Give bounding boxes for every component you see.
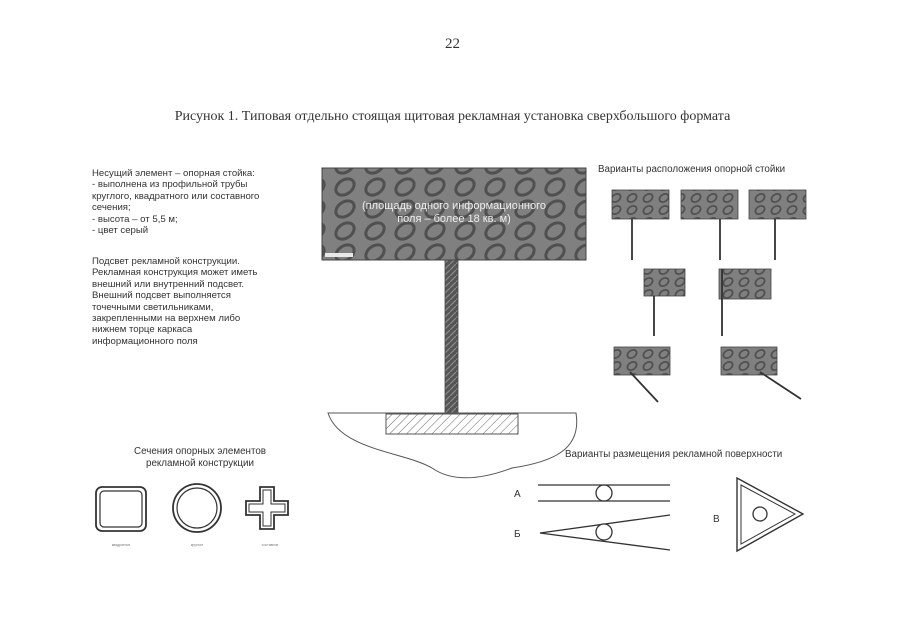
round-section-outer (172, 483, 222, 533)
surface-letter-b: Б (514, 529, 521, 540)
round-section-inner (176, 487, 218, 529)
page-number: 22 (445, 36, 460, 52)
square-section-outer (95, 486, 147, 532)
surface-variants-title: Варианты размещения рекламной поверхност… (565, 449, 783, 460)
section-label: составное (262, 543, 279, 547)
figure-caption: Рисунок 1. Типовая отдельно стоящая щито… (174, 109, 731, 124)
post-circle (595, 484, 613, 502)
text-line: закрепленными на верхнем либо (92, 313, 241, 325)
text-line: Внешний подсвет выполняется (92, 290, 231, 302)
surface-letter-v: В (713, 514, 720, 525)
billboard: (площадь одного информационного поля – б… (321, 167, 587, 261)
triangle-outer (736, 476, 805, 553)
billboard-text-line: поля – более 18 кв. м) (397, 213, 511, 225)
support-variant (643, 268, 686, 336)
post-circle (595, 523, 613, 541)
sections-title-line: Сечения опорных элементов (134, 446, 266, 457)
sections-title: Сечения опорных элементов рекламной конс… (90, 446, 310, 470)
composite-section-outer (245, 486, 289, 530)
support-variant (680, 189, 739, 260)
section-label: квадратное (112, 543, 131, 547)
support-variant (748, 189, 807, 260)
support-variant (718, 268, 772, 336)
section-label: круглое (191, 543, 203, 547)
surface-line (539, 532, 671, 551)
text-line: - цвет серый (92, 225, 149, 237)
support-description: Несущий элемент – опорная стойка: - выпо… (92, 168, 302, 236)
post-circle (752, 506, 768, 522)
lighting-description: Подсвет рекламной конструкции. Рекламная… (92, 256, 302, 347)
text-line: нижнем торце каркаса (92, 324, 193, 336)
billboard-text-line: (площадь одного информационного (362, 200, 546, 212)
surface-letter-a: А (514, 489, 521, 500)
triangle-inner (740, 484, 797, 545)
text-line: - высота – от 5,5 м; (92, 213, 178, 225)
text-line: круглого, квадратного или составного (92, 190, 260, 202)
support-variant (613, 346, 671, 403)
sections-title-line: рекламной конструкции (146, 458, 254, 469)
text-line: - выполнена из профильной трубы (92, 179, 248, 191)
support-variants-title: Варианты расположения опорной стойки (598, 164, 786, 175)
foundation-block (385, 413, 519, 435)
billboard-label-plate (325, 253, 353, 257)
text-line: Рекламная конструкция может иметь (92, 267, 258, 279)
text-line: Подсвет рекламной конструкции. (92, 256, 240, 267)
text-line: Несущий элемент – опорная стойка: (92, 168, 255, 179)
text-line: точечными светильниками, (92, 301, 214, 313)
text-line: сечения; (92, 202, 131, 214)
composite-section-inner (248, 489, 286, 527)
square-section-inner (99, 490, 143, 528)
support-variant (720, 346, 802, 400)
support-post (444, 259, 459, 418)
text-line: информационного поля (92, 335, 198, 347)
support-variant (611, 189, 670, 260)
text-line: внешний или внутренний подсвет. (92, 278, 245, 290)
